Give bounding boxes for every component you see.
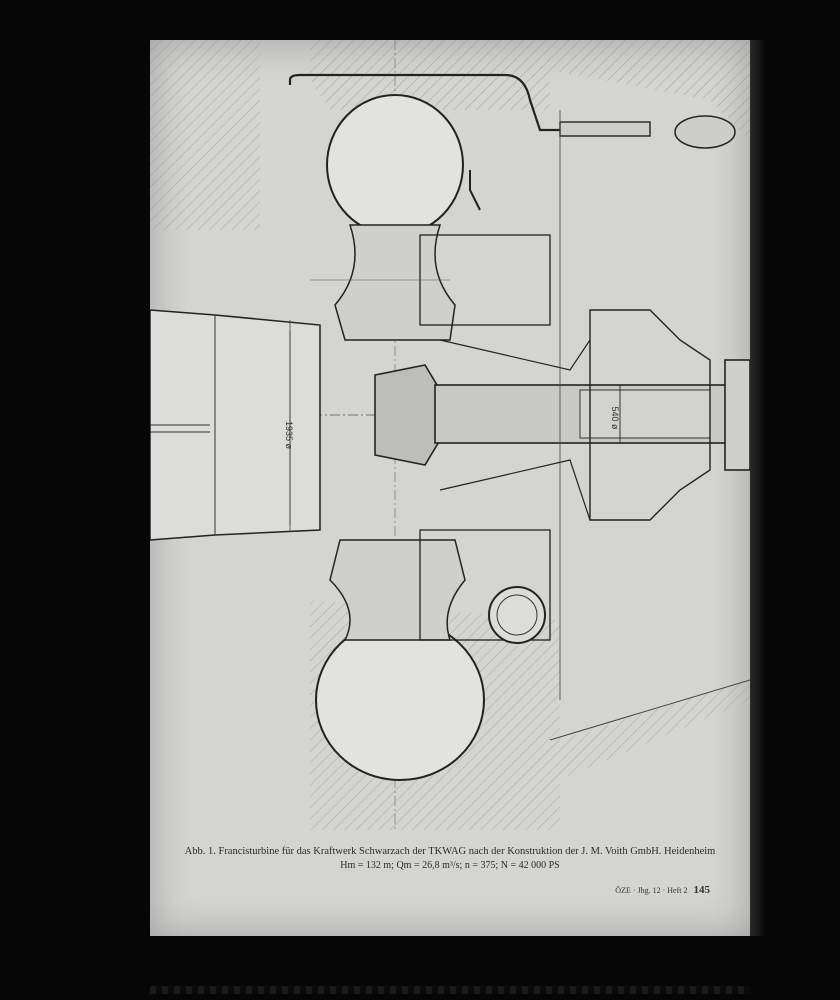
page-reference: ÖZE · Jhg. 12 · Heft 2 145 xyxy=(615,884,710,896)
page-number: 145 xyxy=(693,884,711,896)
stay-ring-lower xyxy=(329,539,466,641)
document-slide: 1935 ø 540 ø Abb. 1. Francisturbine f xyxy=(150,40,750,936)
spiral-casing-upper xyxy=(326,94,464,236)
guide-vane-lower xyxy=(419,529,551,641)
stay-ring-upper xyxy=(334,224,456,341)
servo-valve xyxy=(559,121,651,137)
figure-caption: Abb. 1. Francisturbine für das Kraftwerk… xyxy=(150,845,750,873)
spiral-casing-lower xyxy=(315,619,485,781)
concrete-block-left xyxy=(150,40,260,230)
turbine-section-drawing: 1935 ø 540 ø xyxy=(150,40,750,830)
slide-edge xyxy=(750,40,764,936)
dimension-shaft: 540 ø xyxy=(610,406,620,430)
bearing-housing xyxy=(589,309,711,521)
film-sprocket-strip xyxy=(150,986,750,994)
coupling-flange xyxy=(724,359,750,471)
dimension-diameter: 1935 ø xyxy=(284,421,294,450)
journal-reference: ÖZE · Jhg. 12 · Heft 2 xyxy=(615,886,688,895)
pipe-top xyxy=(288,73,560,132)
concrete-block-upper xyxy=(150,40,750,140)
caption-title: Abb. 1. Francisturbine für das Kraftwerk… xyxy=(184,846,716,857)
caption-parameters: Hm = 132 m; Qm = 26,8 m³/s; n = 375; N =… xyxy=(340,860,560,871)
runner xyxy=(374,364,441,466)
